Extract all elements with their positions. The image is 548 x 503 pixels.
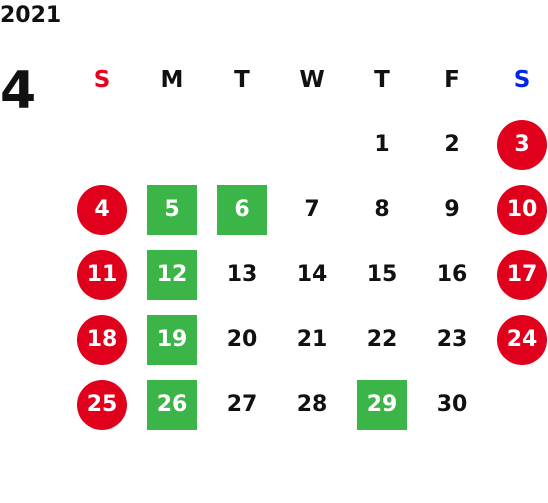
day-cell[interactable]: 29 xyxy=(347,372,417,437)
day-cell[interactable]: 24 xyxy=(487,307,548,372)
day-cell[interactable]: 5 xyxy=(137,177,207,242)
day-number: 27 xyxy=(226,392,258,417)
week-row: 25 26 27 28 29 30 xyxy=(67,372,548,437)
day-number: 13 xyxy=(226,262,258,287)
weekday-label-0: S xyxy=(93,67,111,93)
day-cell[interactable]: 23 xyxy=(417,307,487,372)
day-cell[interactable]: 3 xyxy=(487,112,548,177)
day-number: 28 xyxy=(296,392,328,417)
closed-day-number: 29 xyxy=(357,379,407,430)
day-cell[interactable]: 8 xyxy=(347,177,417,242)
weekday-label-6: S xyxy=(513,67,531,93)
day-cell[interactable]: 17 xyxy=(487,242,548,307)
day-cell[interactable]: 25 xyxy=(67,372,137,437)
day-cell[interactable]: 9 xyxy=(417,177,487,242)
day-cell[interactable]: 28 xyxy=(277,372,347,437)
day-cell[interactable]: 13 xyxy=(207,242,277,307)
holiday-day-number: 24 xyxy=(497,314,547,365)
day-cell[interactable]: 18 xyxy=(67,307,137,372)
day-cell[interactable]: 10 xyxy=(487,177,548,242)
weekday-label-1: M xyxy=(160,67,184,93)
closed-day-number: 6 xyxy=(217,184,267,235)
holiday-day-number: 11 xyxy=(77,249,127,300)
day-cell xyxy=(487,372,548,437)
closed-day-number: 26 xyxy=(147,379,197,430)
day-number: 21 xyxy=(296,327,328,352)
day-number: 23 xyxy=(436,327,468,352)
day-cell xyxy=(67,112,137,177)
day-number: 16 xyxy=(436,262,468,287)
day-cell[interactable]: 16 xyxy=(417,242,487,307)
day-number: 30 xyxy=(436,392,468,417)
holiday-day-number: 17 xyxy=(497,249,547,300)
day-cell xyxy=(207,112,277,177)
day-cell[interactable]: 1 xyxy=(347,112,417,177)
day-cell[interactable]: 11 xyxy=(67,242,137,307)
day-cell[interactable]: 7 xyxy=(277,177,347,242)
day-cell[interactable]: 27 xyxy=(207,372,277,437)
day-number: 14 xyxy=(296,262,328,287)
closed-day-number: 5 xyxy=(147,184,197,235)
day-number: 7 xyxy=(304,197,320,222)
holiday-day-number: 25 xyxy=(77,379,127,430)
day-cell[interactable]: 4 xyxy=(67,177,137,242)
weekday-label-3: W xyxy=(299,67,325,93)
closed-day-number: 12 xyxy=(147,249,197,300)
day-cell[interactable]: 21 xyxy=(277,307,347,372)
day-cell[interactable]: 12 xyxy=(137,242,207,307)
week-row: 18 19 20 21 22 23 24 xyxy=(67,307,548,372)
day-cell[interactable]: 19 xyxy=(137,307,207,372)
day-cell xyxy=(137,112,207,177)
day-number: 2 xyxy=(444,132,460,157)
day-number: 15 xyxy=(366,262,398,287)
day-number: 8 xyxy=(374,197,390,222)
day-cell[interactable]: 20 xyxy=(207,307,277,372)
holiday-day-number: 18 xyxy=(77,314,127,365)
day-cell xyxy=(277,112,347,177)
week-row: 11 12 13 14 15 16 17 xyxy=(67,242,548,307)
holiday-day-number: 3 xyxy=(497,119,547,170)
weekday-label-5: F xyxy=(444,67,460,93)
holiday-day-number: 10 xyxy=(497,184,547,235)
day-number: 1 xyxy=(374,132,390,157)
day-cell[interactable]: 26 xyxy=(137,372,207,437)
weekday-label-2: T xyxy=(234,67,250,93)
closed-day-number: 19 xyxy=(147,314,197,365)
day-number: 9 xyxy=(444,197,460,222)
calendar-year: 2021 xyxy=(0,3,62,28)
day-cell[interactable]: 14 xyxy=(277,242,347,307)
day-number: 20 xyxy=(226,327,258,352)
day-cell[interactable]: 30 xyxy=(417,372,487,437)
week-row: 1 2 3 xyxy=(67,112,548,177)
day-cell[interactable]: 15 xyxy=(347,242,417,307)
weekday-label-4: T xyxy=(374,67,390,93)
day-cell[interactable]: 2 xyxy=(417,112,487,177)
holiday-day-number: 4 xyxy=(77,184,127,235)
day-cell[interactable]: 6 xyxy=(207,177,277,242)
calendar-month: 4 xyxy=(0,61,37,121)
day-number: 22 xyxy=(366,327,398,352)
day-cell[interactable]: 22 xyxy=(347,307,417,372)
